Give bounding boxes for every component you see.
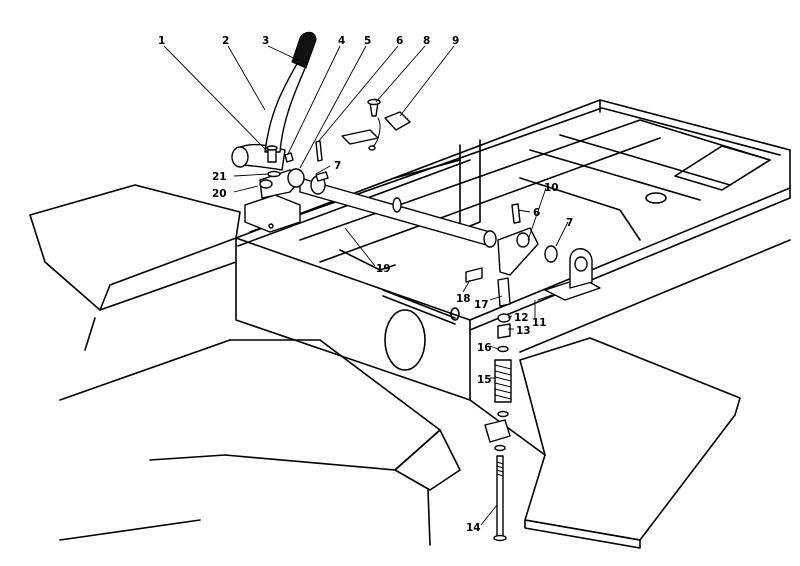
callout-7b: 7 xyxy=(566,217,573,229)
frame-inner-structure xyxy=(299,119,771,271)
callout-14: 14 xyxy=(466,522,481,534)
callout-9: 9 xyxy=(452,35,459,47)
left-deck-panel xyxy=(29,184,241,351)
callout-20: 20 xyxy=(212,188,227,200)
frame-side-wall xyxy=(235,149,791,401)
callout-16: 16 xyxy=(477,342,492,354)
callout-5: 5 xyxy=(364,35,371,47)
shift-lever xyxy=(231,31,317,171)
cross-shaft xyxy=(299,175,497,248)
callout-11: 11 xyxy=(532,317,547,329)
callout-12: 12 xyxy=(514,312,529,324)
callout-17: 17 xyxy=(474,299,489,311)
callout-7a: 7 xyxy=(334,160,341,172)
callout-1: 1 xyxy=(158,35,165,47)
frame-top-rail xyxy=(235,99,791,247)
callout-2: 2 xyxy=(222,35,229,47)
callout-13: 13 xyxy=(516,325,531,337)
right-pivot-bracket xyxy=(497,203,601,301)
callout-18: 18 xyxy=(456,293,471,305)
callout-19: 19 xyxy=(376,263,391,275)
latch-assembly xyxy=(341,98,411,151)
callouts: 1 2 3 4 5 6 8 9 7 21 20 19 6 10 7 18 17 … xyxy=(158,35,573,534)
callout-6a: 6 xyxy=(396,35,403,47)
frame-side-opening xyxy=(382,289,460,371)
leader-lines xyxy=(163,45,569,526)
callout-4: 4 xyxy=(338,35,345,47)
small-hardware-left xyxy=(266,140,329,182)
callout-3: 3 xyxy=(262,35,269,47)
spring-stack xyxy=(465,267,512,542)
callout-8: 8 xyxy=(423,35,430,47)
callout-6b: 6 xyxy=(533,207,540,219)
callout-21: 21 xyxy=(212,171,227,183)
callout-15: 15 xyxy=(477,374,492,386)
lower-deck-panel xyxy=(59,339,461,546)
left-pivot-bracket xyxy=(244,168,305,233)
callout-10: 10 xyxy=(544,182,559,194)
